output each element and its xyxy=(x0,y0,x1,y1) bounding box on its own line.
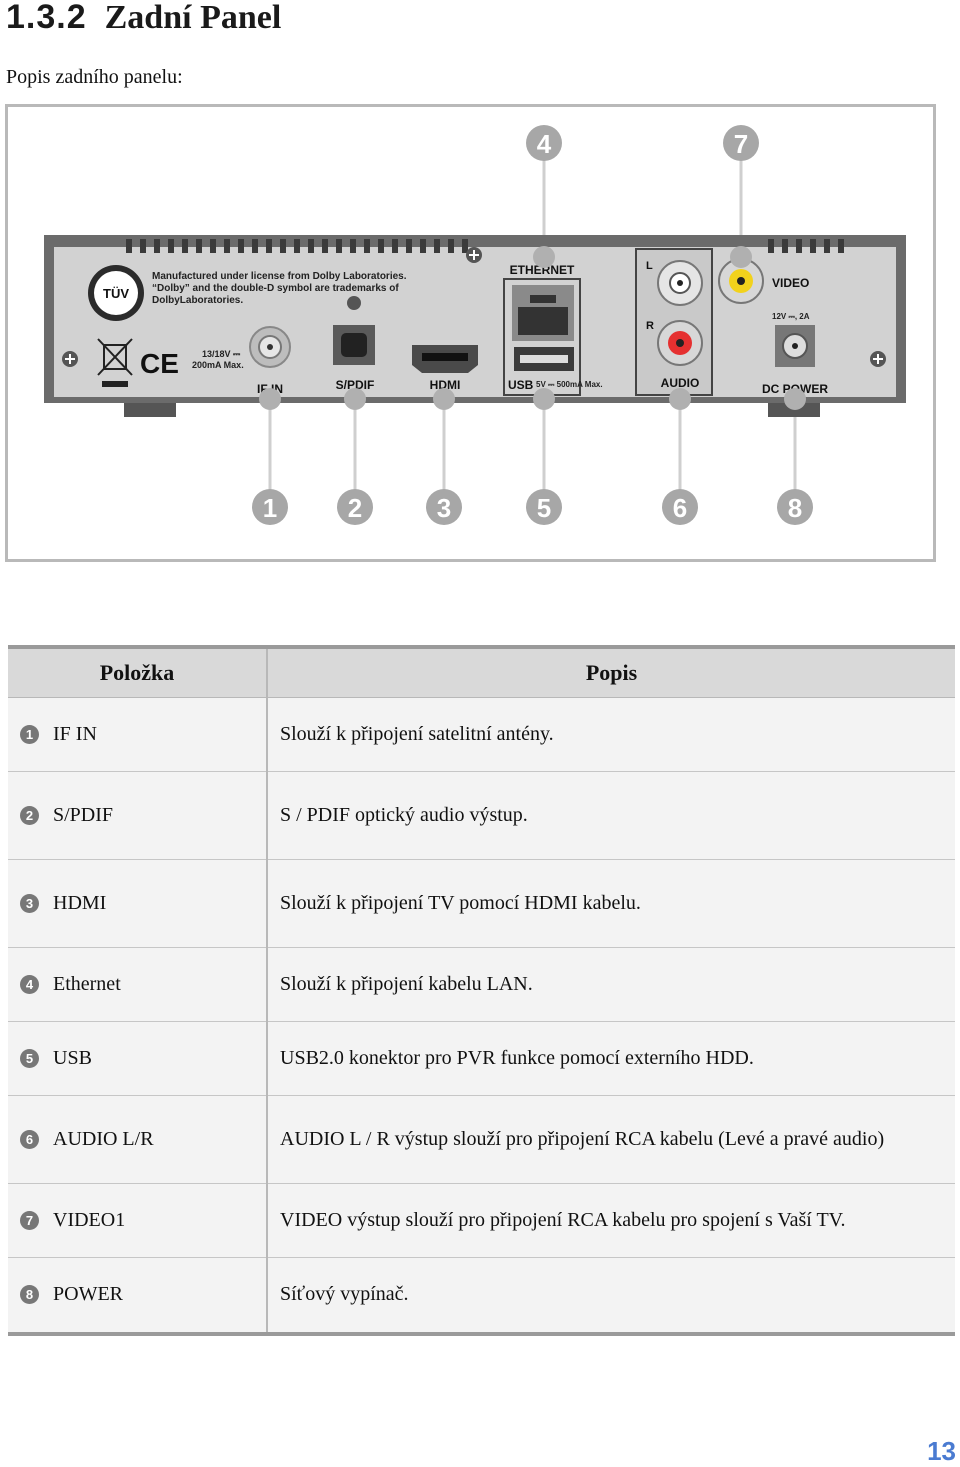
desc-cell: S / PDIF optický audio výstup. xyxy=(266,771,955,860)
svg-text:VIDEO: VIDEO xyxy=(772,276,809,290)
desc-cell: AUDIO L / R výstup slouží pro připojení … xyxy=(266,1095,955,1184)
table-row: 5 USB USB2.0 konektor pro PVR funkce pomo… xyxy=(8,1021,955,1096)
svg-text:13/18V ⎓: 13/18V ⎓ xyxy=(202,349,241,359)
item-number-badge: 8 xyxy=(20,1285,39,1305)
item-label: IF IN xyxy=(53,723,97,745)
header-desc: Popis xyxy=(266,645,955,698)
callout-top-7: 7 xyxy=(723,125,759,161)
tuv-logo: TÜV xyxy=(88,265,144,321)
svg-text:“Dolby” and the double-D symbo: “Dolby” and the double-D symbol are trad… xyxy=(152,283,399,294)
connector-table: Položka Popis 1 IF IN Slouží k připojení … xyxy=(8,645,955,1336)
audio-block: L R AUDIO xyxy=(635,248,713,396)
svg-text:DolbyLaboratories.: DolbyLaboratories. xyxy=(152,295,243,306)
svg-text:AUDIO: AUDIO xyxy=(661,376,700,390)
weee-ce-marks: CE 13/18V ⎓ 200mA Max. xyxy=(97,338,244,387)
dc-power-connector: 12V ⎓, 2A DC POWER xyxy=(762,312,828,396)
page-number: 13 xyxy=(927,1436,956,1466)
item-number-badge: 7 xyxy=(20,1211,39,1230)
svg-text:Manufactured under license fro: Manufactured under license from Dolby La… xyxy=(152,271,407,282)
svg-text:L: L xyxy=(646,260,653,272)
item-number-badge: 5 xyxy=(20,1049,39,1068)
section-heading: 1.3.2 Zadní Panel xyxy=(6,0,281,42)
item-cell: 4 Ethernet xyxy=(8,947,267,1022)
item-cell: 6 AUDIO L/R xyxy=(8,1095,267,1184)
callout-top-4: 4 xyxy=(526,125,562,161)
item-cell: 1 IF IN xyxy=(8,697,267,772)
svg-text:TÜV: TÜV xyxy=(103,286,129,301)
svg-text:CE: CE xyxy=(140,348,179,379)
table-row: 4 Ethernet Slouží k připojení kabelu LAN. xyxy=(8,947,955,1022)
svg-text:ETHERNET: ETHERNET xyxy=(510,263,575,277)
item-label: HDMI xyxy=(53,892,107,914)
svg-text:8: 8 xyxy=(788,493,802,523)
ethernet-usb-block: ETHERNET USB 5V ⎓ 500mA Max. xyxy=(503,263,603,396)
svg-text:4: 4 xyxy=(537,129,552,159)
item-label: POWER xyxy=(53,1283,123,1306)
svg-text:5V ⎓ 500mA Max.: 5V ⎓ 500mA Max. xyxy=(536,380,603,389)
svg-text:7: 7 xyxy=(734,129,748,159)
svg-text:12V ⎓, 2A: 12V ⎓, 2A xyxy=(772,312,810,321)
item-number-badge: 1 xyxy=(20,725,39,744)
item-cell: 8 POWER xyxy=(8,1257,267,1336)
section-intro: Popis zadního panelu: xyxy=(6,66,183,88)
svg-text:HDMI: HDMI xyxy=(430,378,461,392)
rear-panel-illustration: TÜV Manufactured under license from Dolb… xyxy=(44,125,906,525)
callout-bottom-6: 6 xyxy=(662,489,698,525)
svg-text:S/PDIF: S/PDIF xyxy=(336,378,375,392)
header-item: Položka xyxy=(8,645,267,698)
desc-cell: Slouží k připojení satelitní antény. xyxy=(266,697,955,772)
svg-text:6: 6 xyxy=(673,493,687,523)
dolby-notice: Manufactured under license from Dolby La… xyxy=(152,271,407,306)
svg-text:1: 1 xyxy=(263,493,277,523)
svg-text:5: 5 xyxy=(537,493,551,523)
table-row: 8 POWER Síťový vypínač. xyxy=(8,1257,955,1336)
table-row: 7 VIDEO1 VIDEO výstup slouží pro připojen… xyxy=(8,1183,955,1258)
svg-text:R: R xyxy=(646,320,654,332)
section-number: 1.3.2 xyxy=(6,0,87,36)
callout-bottom-5: 5 xyxy=(526,489,562,525)
item-label: VIDEO1 xyxy=(53,1209,126,1231)
item-cell: 7 VIDEO1 xyxy=(8,1183,267,1258)
item-number-badge: 3 xyxy=(20,894,39,913)
callout-lines xyxy=(268,145,797,509)
table-row: 1 IF IN Slouží k připojení satelitní anté… xyxy=(8,697,955,772)
item-number-badge: 2 xyxy=(20,806,39,825)
item-cell: 3 HDMI xyxy=(8,859,267,948)
callout-dots xyxy=(259,246,806,410)
table-row: 3 HDMI Slouží k připojení TV pomocí HDMI … xyxy=(8,859,955,948)
svg-text:USB: USB xyxy=(508,378,534,392)
callout-bottom-3: 3 xyxy=(426,489,462,525)
table-header-row: Položka Popis xyxy=(8,645,955,698)
section-title: Zadní Panel xyxy=(104,0,282,36)
item-number-badge: 6 xyxy=(20,1130,39,1149)
rear-panel-figure: TÜV Manufactured under license from Dolb… xyxy=(5,104,936,562)
svg-text:2: 2 xyxy=(348,493,362,523)
desc-cell: Síťový vypínač. xyxy=(266,1257,955,1336)
desc-cell: USB2.0 konektor pro PVR funkce pomocí ex… xyxy=(266,1021,955,1096)
svg-text:200mA Max.: 200mA Max. xyxy=(192,360,244,370)
table-row: 6 AUDIO L/R AUDIO L / R výstup slouží pro… xyxy=(8,1095,955,1184)
svg-text:3: 3 xyxy=(437,493,451,523)
callout-bottom-2: 2 xyxy=(337,489,373,525)
item-number-badge: 4 xyxy=(20,975,39,994)
item-label: AUDIO L/R xyxy=(53,1128,154,1150)
hdmi-connector: HDMI xyxy=(412,345,478,392)
desc-cell: VIDEO výstup slouží pro připojení RCA ka… xyxy=(266,1183,955,1258)
desc-cell: Slouží k připojení kabelu LAN. xyxy=(266,947,955,1022)
item-cell: 2 S/PDIF xyxy=(8,771,267,860)
desc-cell: Slouží k připojení TV pomocí HDMI kabelu… xyxy=(266,859,955,948)
callout-bottom-1: 1 xyxy=(252,489,288,525)
table-row: 2 S/PDIF S / PDIF optický audio výstup. xyxy=(8,771,955,860)
item-label: USB xyxy=(53,1047,92,1069)
item-cell: 5 USB xyxy=(8,1021,267,1096)
item-label: S/PDIF xyxy=(53,804,114,826)
spdif-connector: S/PDIF xyxy=(333,325,375,392)
item-label: Ethernet xyxy=(53,973,121,995)
callout-bottom-8: 8 xyxy=(777,489,813,525)
